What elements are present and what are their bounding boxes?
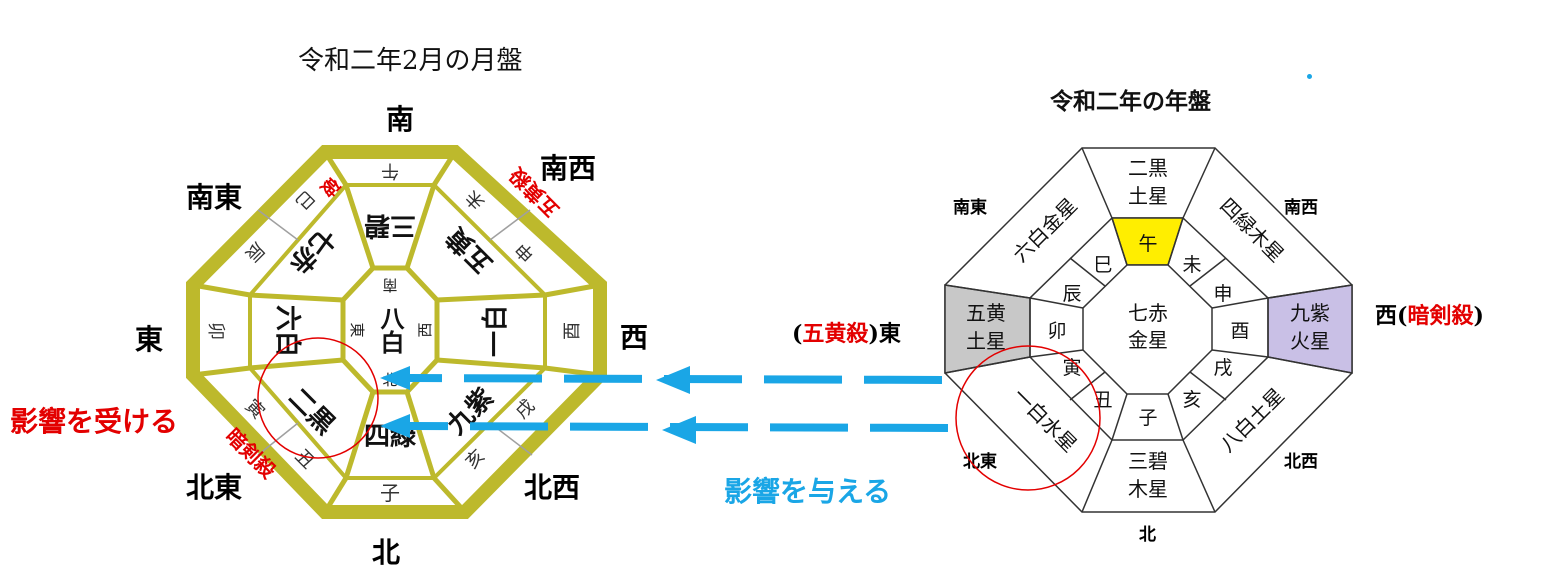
yearly-zodiac-saru: 申 (1213, 283, 1232, 305)
monthly-zodiac-e: 卯 (205, 322, 226, 340)
yearly-board: 七赤 金星 二黒 土星 四緑木星 九紫 火星 八白土星 三碧 木星 一白水星 五… (944, 147, 1353, 513)
monthly-dir-southeast: 南東 (186, 181, 243, 214)
monthly-board: 八白 南 西 東 北 三碧 五黄 一白 九紫 四緑 二黒 六白 七赤 午 未 申… (186, 145, 607, 519)
monthly-title: 令和二年2月の月盤 (298, 46, 523, 76)
arrow-label: 影響を与える (724, 475, 892, 508)
monthly-center-star: 八白 (376, 306, 404, 354)
yearly-zodiac-inu: 戌 (1213, 357, 1232, 379)
yearly-dir-southwest: 南西 (1284, 198, 1318, 218)
monthly-zodiac-s: 午 (381, 160, 399, 181)
yearly-source-circle (955, 345, 1101, 491)
monthly-dir-south: 南 (386, 103, 415, 136)
yearly-star-north-2: 木星 (1128, 477, 1168, 501)
stray-dot (1307, 74, 1312, 79)
monthly-effect-note: 影響を受ける (10, 405, 179, 438)
yearly-zodiac-ne: 子 (1138, 407, 1157, 429)
yearly-star-east-1: 五黄 (966, 301, 1006, 325)
yearly-zodiac-tora: 寅 (1062, 357, 1081, 379)
yearly-west-open: ( (1397, 303, 1408, 329)
yearly-east-badge: 五黄殺 (802, 321, 869, 347)
yearly-zodiac-uma: 午 (1138, 233, 1157, 255)
yearly-zodiac-u: 卯 (1047, 320, 1066, 342)
yearly-dir-north: 北 (1139, 525, 1156, 545)
yearly-star-east-2: 土星 (966, 329, 1006, 353)
yearly-west-badge: 暗剣殺 (1407, 303, 1474, 329)
yearly-west-close: ) (1473, 303, 1484, 329)
yearly-star-north-1: 三碧 (1128, 449, 1168, 473)
yearly-center-line1: 七赤 (1128, 301, 1168, 325)
yearly-east-dir: 東 (878, 321, 901, 347)
monthly-inner-south: 南 (382, 276, 397, 294)
yearly-title: 令和二年の年盤 (1050, 88, 1211, 115)
monthly-affected-circle (257, 337, 379, 459)
yearly-zodiac-tori: 酉 (1230, 320, 1249, 342)
monthly-star-south: 三碧 (364, 210, 416, 240)
yearly-star-south-2: 土星 (1128, 184, 1168, 208)
yearly-dir-northeast: 北東 (963, 452, 997, 472)
yearly-west-label: 西(暗剣殺) (1375, 298, 1484, 330)
monthly-zodiac-w: 酉 (562, 322, 583, 340)
yearly-dir-southeast: 南東 (953, 198, 987, 218)
monthly-dir-northwest: 北西 (524, 471, 581, 504)
yearly-zodiac-hitsuji: 未 (1182, 254, 1201, 276)
yearly-star-south-1: 二黒 (1128, 156, 1168, 180)
influence-arrows (380, 366, 949, 444)
yearly-zodiac-ushi: 丑 (1093, 389, 1112, 411)
monthly-inner-west: 西 (416, 322, 434, 337)
monthly-dir-southwest: 南西 (540, 152, 597, 185)
monthly-star-east: 六白 (272, 305, 303, 357)
yearly-star-west-1: 九紫 (1290, 301, 1330, 325)
monthly-star-west: 一白 (480, 305, 511, 357)
monthly-dir-north: 北 (372, 536, 401, 569)
monthly-inner-east: 東 (348, 322, 366, 337)
arrow-upper (380, 366, 943, 394)
yearly-dir-northwest: 北西 (1284, 452, 1318, 472)
monthly-zodiac-n: 子 (380, 481, 400, 505)
yearly-east-close: ) (868, 321, 879, 347)
yearly-zodiac-mi: 巳 (1093, 254, 1112, 276)
yearly-west-dir: 西 (1375, 303, 1398, 329)
yearly-zodiac-i: 亥 (1182, 389, 1201, 411)
arrow-lower (380, 414, 949, 444)
yearly-center-line2: 金星 (1128, 328, 1168, 352)
monthly-dir-east: 東 (135, 323, 164, 356)
monthly-dir-northeast: 北東 (186, 471, 243, 504)
yearly-zodiac-tatsu: 辰 (1062, 283, 1081, 305)
yearly-east-label: (五黄殺)東 (792, 316, 901, 348)
monthly-dir-west: 西 (620, 321, 649, 354)
yearly-east-open: ( (792, 321, 803, 347)
yearly-star-west-2: 火星 (1290, 329, 1330, 353)
